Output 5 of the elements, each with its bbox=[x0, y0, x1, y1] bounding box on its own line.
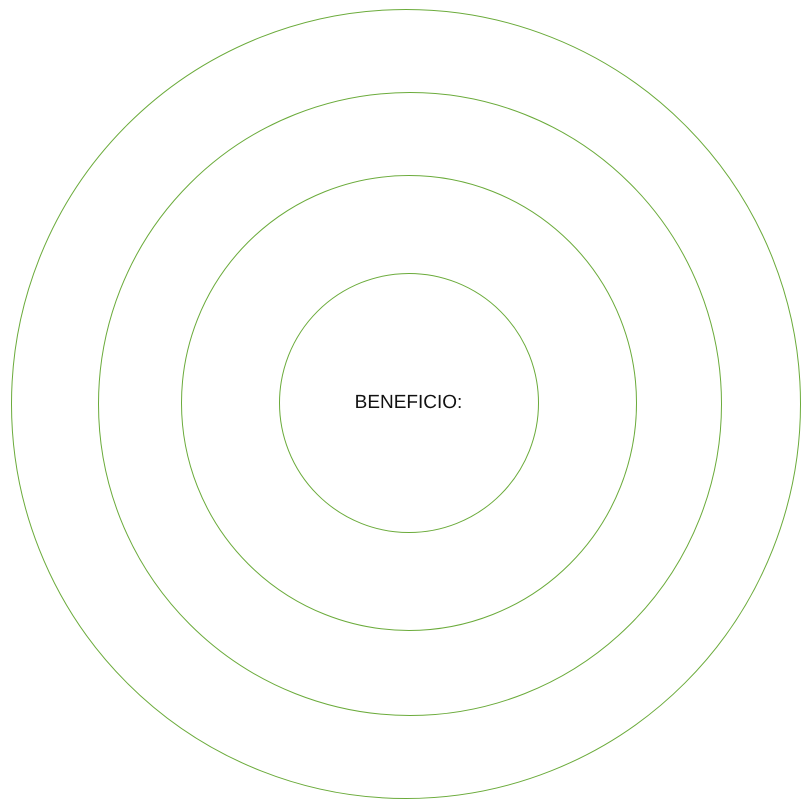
center-label: BENEFICIO: bbox=[354, 392, 462, 414]
ring-circle bbox=[11, 9, 801, 799]
ring-circle bbox=[278, 272, 538, 532]
ring-circle bbox=[181, 175, 637, 631]
ring-circle bbox=[98, 92, 722, 716]
